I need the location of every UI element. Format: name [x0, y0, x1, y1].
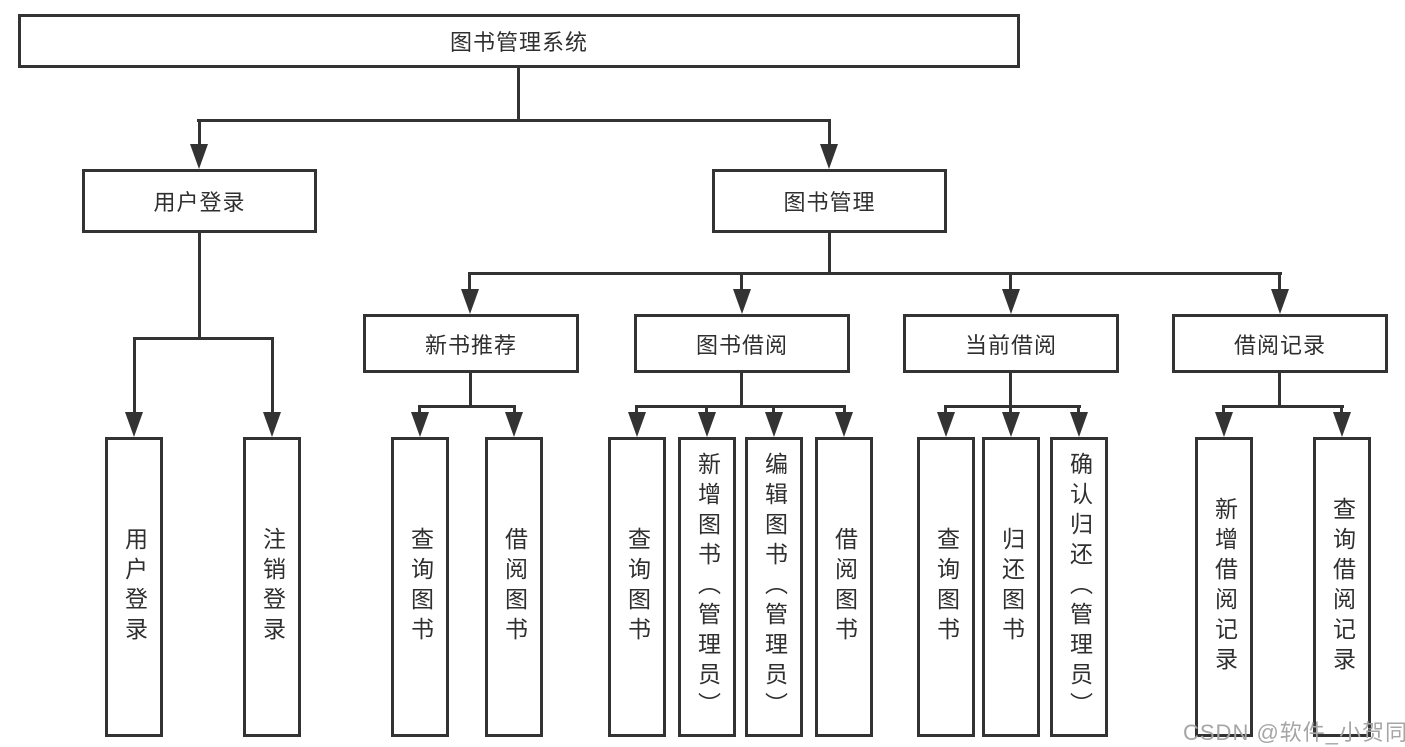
connector-to-book-borrowing: [740, 272, 743, 292]
leaf-user-login: 用户登录: [105, 437, 163, 737]
node-root: 图书管理系统: [18, 14, 1020, 68]
arrow-down-icon: [937, 412, 955, 437]
leaf-borrow-borrow-books-label: 借阅图书: [831, 527, 858, 647]
node-new-book-recommend-label: 新书推荐: [424, 332, 517, 358]
connector-to-new-book-recommend: [468, 272, 471, 292]
connector-borrowing-records-stem: [1278, 373, 1281, 406]
connector-current-borrowing-stem: [1009, 373, 1012, 406]
node-current-borrowing-label: 当前借阅: [964, 332, 1057, 358]
connector-leaf-stub: [1222, 405, 1225, 415]
connector-leaf-stub: [1009, 405, 1012, 415]
arrow-down-icon: [1271, 289, 1289, 314]
arrow-down-icon: [765, 412, 783, 437]
arrow-down-icon: [820, 144, 838, 169]
leaf-user-login-label: 用户登录: [121, 527, 148, 647]
arrow-down-icon: [698, 412, 716, 437]
leaf-borrow-edit-books-admin-label: 编辑图书（管理员）: [761, 452, 788, 722]
connector-to-login-leaf: [133, 337, 136, 415]
connector-to-current-borrowing: [1009, 272, 1012, 292]
arrow-down-icon: [1070, 412, 1088, 437]
leaf-records-add-record: 新增借阅记录: [1195, 437, 1253, 737]
arrow-down-icon: [190, 144, 208, 169]
connector-user-login-rail: [133, 337, 274, 340]
leaf-records-add-record-label: 新增借阅记录: [1211, 497, 1238, 677]
connector-leaf-stub: [513, 405, 516, 415]
connector-root-rail: [197, 119, 831, 122]
node-new-book-recommend: 新书推荐: [363, 314, 579, 373]
connector-leaf-stub: [1077, 405, 1080, 415]
node-book-borrowing-label: 图书借阅: [695, 332, 788, 358]
node-root-label: 图书管理系统: [449, 30, 588, 55]
leaf-current-return-books: 归还图书: [982, 437, 1040, 737]
connector-book-management-stem: [828, 233, 831, 275]
arrow-down-icon: [628, 412, 646, 437]
connector-leaf-stub: [772, 405, 775, 415]
node-borrowing-records-label: 借阅记录: [1233, 332, 1326, 358]
leaf-borrow-add-books-admin: 新增图书（管理员）: [678, 437, 736, 737]
leaf-records-query-record: 查询借阅记录: [1313, 437, 1371, 737]
node-user-login-label: 用户登录: [153, 190, 246, 215]
leaf-borrow-query-books-label: 查询图书: [624, 527, 651, 647]
leaf-current-confirm-return-admin: 确认归还（管理员）: [1050, 437, 1108, 737]
leaf-current-query-books-label: 查询图书: [933, 527, 960, 647]
connector-to-logout-leaf: [271, 337, 274, 415]
connector-book-borrowing-stem: [740, 373, 743, 406]
leaf-records-query-record-label: 查询借阅记录: [1329, 497, 1356, 677]
arrow-down-icon: [461, 289, 479, 314]
connector-leaf-stub: [944, 405, 947, 415]
leaf-borrow-edit-books-admin: 编辑图书（管理员）: [745, 437, 803, 737]
connector-new-book-recommend-stem: [469, 373, 472, 406]
connector-new-book-recommend-rail: [418, 405, 516, 408]
node-book-management-label: 图书管理: [783, 190, 876, 215]
leaf-recommend-query-books-label: 查询图书: [407, 527, 434, 647]
leaf-recommend-borrow-books-label: 借阅图书: [501, 527, 528, 647]
arrow-down-icon: [505, 412, 523, 437]
node-book-management: 图书管理: [712, 169, 947, 233]
leaf-logout-label: 注销登录: [259, 527, 286, 647]
connector-borrowing-records-rail: [1222, 405, 1344, 408]
node-book-borrowing: 图书借阅: [634, 314, 850, 373]
connector-leaf-stub: [705, 405, 708, 415]
node-current-borrowing: 当前借阅: [903, 314, 1119, 373]
connector-leaf-stub: [418, 405, 421, 415]
leaf-borrow-borrow-books: 借阅图书: [815, 437, 873, 737]
leaf-borrow-query-books: 查询图书: [608, 437, 666, 737]
connector-root-stem: [517, 68, 520, 119]
arrow-down-icon: [1002, 412, 1020, 437]
connector-book-borrowing-rail: [635, 405, 846, 408]
connector-leaf-stub: [635, 405, 638, 415]
leaf-logout: 注销登录: [243, 437, 301, 737]
leaf-current-return-books-label: 归还图书: [998, 527, 1025, 647]
node-user-login: 用户登录: [82, 169, 317, 233]
connector-book-management-rail: [468, 272, 1282, 275]
node-borrowing-records: 借阅记录: [1172, 314, 1388, 373]
csdn-watermark: CSDN @软件_小贺同学: [1183, 720, 1405, 745]
connector-current-borrowing-rail: [944, 405, 1081, 408]
arrow-down-icon: [1002, 289, 1020, 314]
arrow-down-icon: [125, 412, 143, 437]
connector-root-to-book-management: [828, 119, 831, 147]
leaf-recommend-borrow-books: 借阅图书: [485, 437, 543, 737]
connector-leaf-stub: [843, 405, 846, 415]
connector-root-to-user-login: [198, 119, 201, 147]
leaf-recommend-query-books: 查询图书: [391, 437, 449, 737]
arrow-down-icon: [263, 412, 281, 437]
connector-user-login-stem: [198, 233, 201, 337]
connector-to-borrowing-records: [1278, 272, 1281, 292]
arrow-down-icon: [1333, 412, 1351, 437]
connector-leaf-stub: [1340, 405, 1343, 415]
arrow-down-icon: [411, 412, 429, 437]
arrow-down-icon: [733, 289, 751, 314]
arrow-down-icon: [1215, 412, 1233, 437]
leaf-current-query-books: 查询图书: [917, 437, 975, 737]
arrow-down-icon: [835, 412, 853, 437]
leaf-current-confirm-return-admin-label: 确认归还（管理员）: [1066, 452, 1093, 722]
leaf-borrow-add-books-admin-label: 新增图书（管理员）: [694, 452, 721, 722]
